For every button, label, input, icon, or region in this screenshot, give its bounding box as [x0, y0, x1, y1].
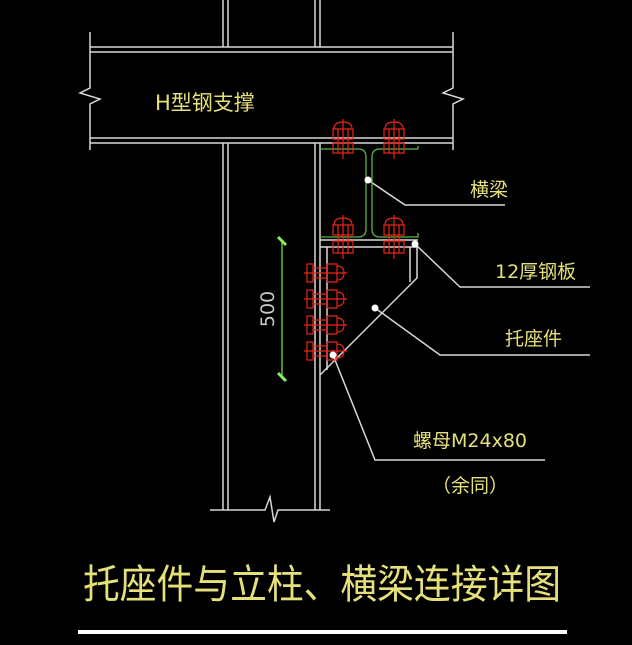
- beam-label: H型钢支撑: [155, 91, 255, 115]
- cross-beam-label: 横梁: [470, 179, 508, 201]
- title-underline: [78, 630, 567, 634]
- cross-beam-section: [320, 146, 419, 238]
- bolt-icon: [304, 315, 347, 335]
- bracket-label: 托座件: [505, 328, 562, 350]
- leader-dots: [329, 176, 419, 359]
- nut-note-label: （余同）: [432, 475, 508, 497]
- structure-lines: [77, 0, 590, 523]
- bolts: [304, 119, 405, 361]
- dimension-label: 500: [257, 291, 279, 327]
- plate-label: 12厚钢板: [495, 261, 576, 283]
- nut-label: 螺母M24x80: [413, 430, 527, 452]
- bolt-icon: [332, 215, 354, 259]
- dimension-line: [276, 235, 288, 383]
- bolt-icon: [383, 215, 405, 259]
- bolt-icon: [304, 341, 347, 361]
- drawing-title: 托座件与立柱、横梁连接详图: [83, 562, 561, 608]
- labels: H型钢支撑 横梁 12厚钢板 托座件 螺母M24x80 （余同） 托座件与立柱、…: [83, 91, 576, 608]
- bolt-icon: [332, 119, 354, 159]
- bolt-icon: [304, 289, 347, 309]
- bolt-icon: [304, 263, 347, 283]
- bolt-icon: [383, 119, 405, 159]
